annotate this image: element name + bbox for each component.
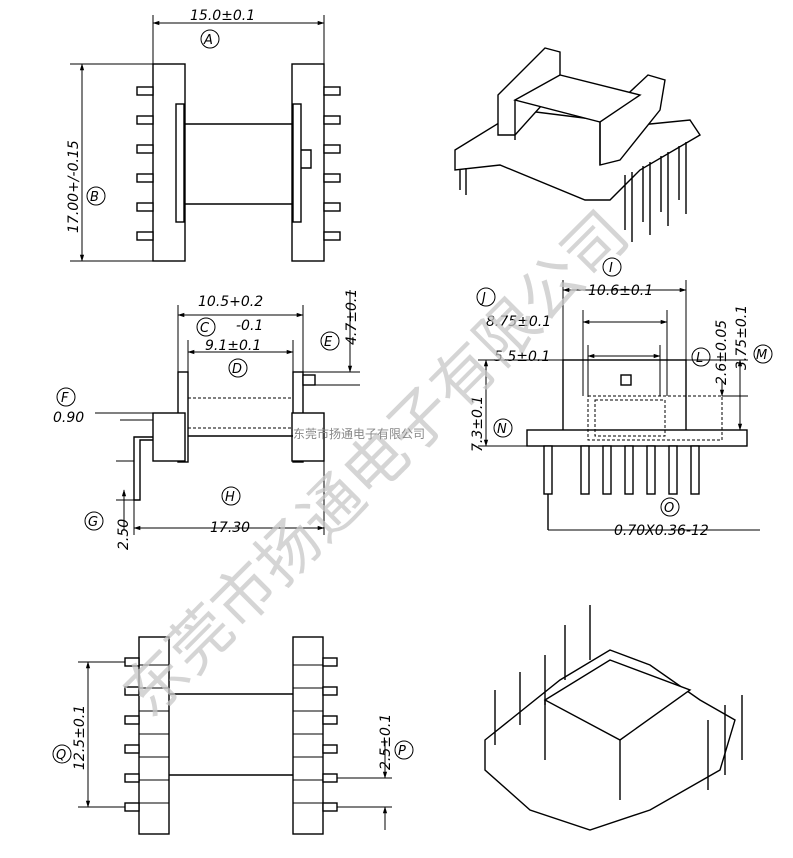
dim-k: 5.5±0.1 <box>494 349 550 365</box>
tag-e: E <box>324 335 333 350</box>
dim-width-a: 15.0±0.1 <box>190 8 255 24</box>
tag-a: A <box>203 33 213 48</box>
dim-c-line2: -0.1 <box>236 318 263 334</box>
tag-c: C <box>200 321 210 336</box>
dim-d: 9.1±0.1 <box>205 338 261 354</box>
tag-j: J <box>479 291 486 306</box>
tag-h: H <box>225 490 235 505</box>
top-view-pins-right <box>323 86 341 241</box>
isometric-view-top <box>454 47 701 242</box>
dim-c-line1: 10.5+0.2 <box>198 294 263 310</box>
isometric-top-pins <box>459 142 687 242</box>
front-view-pins <box>543 445 700 530</box>
dim-e: 4.7±0.1 <box>344 289 360 345</box>
bottom-view-dividers <box>139 664 323 804</box>
tag-g: G <box>88 515 98 530</box>
tag-o: O <box>664 501 674 516</box>
top-view-pins-left <box>136 86 154 241</box>
isometric-view-bottom <box>484 605 743 831</box>
tag-f: F <box>61 391 69 406</box>
watermark-large: 东莞市扬通电子有限公司 <box>109 197 643 731</box>
tag-p: P <box>398 744 406 759</box>
watermark-small: 东莞市扬通电子有限公司 <box>293 426 425 441</box>
top-view: 15.0±0.1 A 17.00+/-0.15 B <box>66 8 341 262</box>
dim-height-b: 17.00+/-0.15 <box>66 140 82 233</box>
dim-n: 7.3±0.1 <box>470 396 486 452</box>
tag-b: B <box>90 190 99 205</box>
dim-q: 12.5±0.1 <box>72 705 88 770</box>
tag-d: D <box>232 362 242 377</box>
dim-h: 17.30 <box>210 520 250 536</box>
isometric-bottom-pins <box>494 605 743 790</box>
dim-f: 0.90 <box>53 410 84 426</box>
dim-j: 8.75±0.1 <box>486 314 551 330</box>
tag-l: L <box>696 351 703 366</box>
dim-m: 3.75±0.1 <box>734 305 750 370</box>
tag-i: I <box>609 261 613 276</box>
side-view: 10.5+0.2 -0.1 C 9.1±0.1 D 4.7±0.1 E 0.90… <box>53 289 360 550</box>
bottom-view: 12.5±0.1 Q 2.5±0.1 P <box>52 636 414 835</box>
tag-n: N <box>497 422 507 437</box>
dim-g: 2.50 <box>116 519 132 550</box>
dim-l: 2.6±0.05 <box>714 320 730 385</box>
tag-q: Q <box>56 748 66 763</box>
front-view: 10.6±0.1 I 8.75±0.1 J 5.5±0.1 2.6±0.05 3… <box>470 257 773 539</box>
tag-m: M <box>756 348 767 363</box>
dim-p: 2.5±0.1 <box>378 714 394 770</box>
dim-i: 10.6±0.1 <box>588 283 653 299</box>
dim-o: 0.70X0.36-12 <box>614 523 709 539</box>
